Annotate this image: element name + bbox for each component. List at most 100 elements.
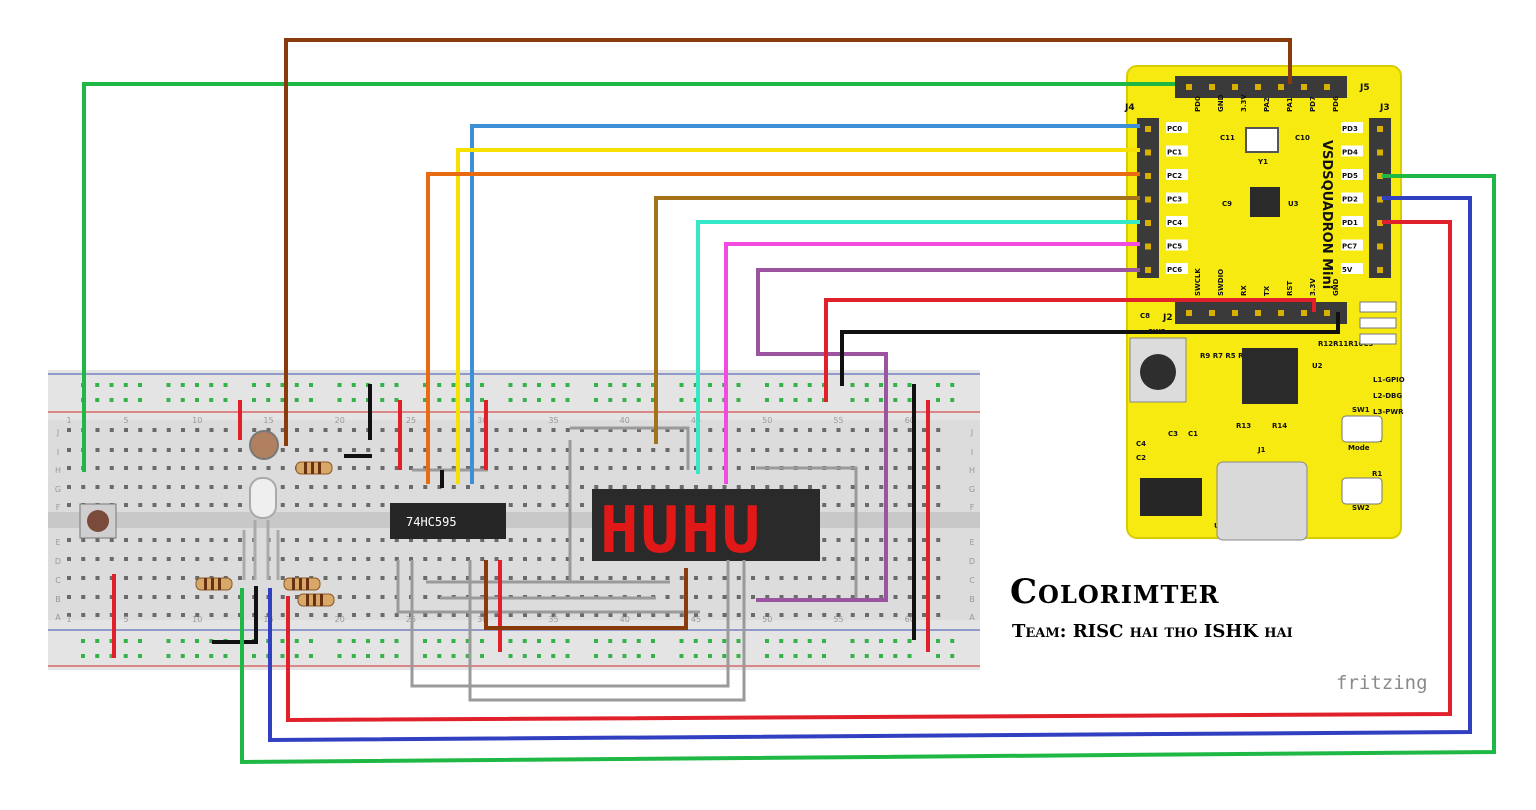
board-pin-label: C9 xyxy=(1222,200,1232,208)
display-digits: HUHU xyxy=(600,494,762,568)
column-number: 1 xyxy=(66,615,71,624)
board-pin-label: J1 xyxy=(1257,446,1266,454)
board-pin-label: GND xyxy=(1332,278,1340,296)
row-letter: H xyxy=(55,466,61,475)
board-pin-label: TX xyxy=(1263,285,1271,296)
board-pin-label: U2 xyxy=(1312,362,1323,370)
board-name: VSDSQUADRON Mini xyxy=(1319,140,1334,289)
board-pin-label: PD4 xyxy=(1342,149,1358,157)
wires xyxy=(82,38,1496,765)
board-pin-label: PC3 xyxy=(1167,196,1182,204)
board-pin-label: C4 xyxy=(1136,440,1146,448)
column-number: 20 xyxy=(335,416,345,425)
sw1-button xyxy=(1341,415,1383,443)
wire xyxy=(840,312,1340,386)
fritzing-watermark: fritzing xyxy=(1336,672,1428,694)
column-number: 30 xyxy=(477,416,487,425)
wire xyxy=(696,220,1140,474)
column-number: 40 xyxy=(620,615,630,624)
photoresistor xyxy=(249,430,279,460)
column-number: 25 xyxy=(406,416,416,425)
board-pin-label: PC4 xyxy=(1167,219,1182,227)
row-letter: A xyxy=(969,613,975,622)
board-pin-label: C11 xyxy=(1220,134,1235,142)
wire xyxy=(268,196,1472,743)
board-pin-label: PC0 xyxy=(1167,125,1182,133)
board-pin-label: PD2 xyxy=(1342,196,1358,204)
board-pin-label: L2-DBG xyxy=(1373,392,1402,400)
row-letter: F xyxy=(970,503,975,512)
wire xyxy=(286,220,1452,723)
row-letter: C xyxy=(55,576,61,585)
wire xyxy=(456,148,1140,484)
board-pin-label: C2 xyxy=(1136,454,1146,462)
push-button xyxy=(79,503,117,539)
wire xyxy=(284,38,1292,446)
board-pin-label: J4 xyxy=(1124,103,1135,113)
board-pin-label: C8 xyxy=(1140,312,1150,320)
board-pin-label: RST xyxy=(1286,281,1294,296)
wire xyxy=(470,124,1140,484)
wire xyxy=(396,560,700,614)
board-pin-label: PD6 xyxy=(1332,96,1340,112)
board-pin-label: PC1 xyxy=(1167,149,1182,157)
wire xyxy=(724,242,1140,484)
diagram-title: Colorimter xyxy=(1010,572,1220,612)
board-pin-label: PD3 xyxy=(1342,125,1358,133)
breadboard: 1155101015152020252530303535404045455050… xyxy=(48,370,980,670)
row-letter: I xyxy=(57,448,59,457)
board-pin-label: C3 xyxy=(1168,430,1178,438)
row-letter: F xyxy=(56,503,61,512)
header-pins xyxy=(1145,84,1383,316)
board-pin-label: PC2 xyxy=(1167,172,1182,180)
board-pin-label: J5 xyxy=(1359,83,1370,93)
column-number: 5 xyxy=(123,416,128,425)
column-number: 35 xyxy=(548,615,558,624)
vsdsquadron-mini-board: PC0PC1PC2PC3PC4PC5PC6PD3PD4PD5PD2PD1PC75… xyxy=(1124,65,1405,541)
board-pin-label: R9 R7 R5 R4 R3 xyxy=(1200,352,1261,360)
row-letter: B xyxy=(55,595,61,604)
crystal-y1 xyxy=(1245,127,1279,153)
row-letter: B xyxy=(969,595,975,604)
mcu-chip xyxy=(1250,187,1280,217)
column-number: 60 xyxy=(905,615,915,624)
row-letter: C xyxy=(969,576,975,585)
board-pin-label: U3 xyxy=(1288,200,1299,208)
column-number: 60 xyxy=(905,416,915,425)
board-pin-label: SW1 xyxy=(1352,406,1370,414)
board-pin-label: J3 xyxy=(1379,103,1390,113)
row-letter: A xyxy=(55,613,61,622)
board-pin-label: J2 xyxy=(1162,313,1173,323)
wire xyxy=(654,196,1140,444)
column-numbers: 1155101015152020252530303535404045455050… xyxy=(66,416,914,624)
column-number: 5 xyxy=(123,615,128,624)
wire xyxy=(824,298,1316,402)
board-pin-label: PD0 xyxy=(1194,96,1202,112)
board-pin-label: SWCLK xyxy=(1194,268,1202,296)
row-letter: D xyxy=(55,557,61,566)
column-number: 10 xyxy=(192,416,202,425)
board-pin-label: R13 xyxy=(1236,422,1251,430)
wire xyxy=(426,172,1140,484)
board-pin-label: RX xyxy=(1240,285,1248,296)
usb-c-connector xyxy=(1216,461,1308,541)
board-pin-label: SW2 xyxy=(1352,504,1370,512)
board-pin-label: PA1 xyxy=(1286,97,1294,112)
u1-regulator xyxy=(1140,478,1202,516)
column-number: 55 xyxy=(833,416,843,425)
board-pin-label: R1 xyxy=(1372,470,1382,478)
column-number: 20 xyxy=(335,615,345,624)
board-pin-label: SWDIO xyxy=(1217,269,1225,296)
board-pin-label: PD7 xyxy=(1309,96,1317,112)
sw2-button xyxy=(1341,477,1383,505)
wire xyxy=(484,560,688,630)
board-pin-label: C10 xyxy=(1295,134,1310,142)
wire xyxy=(570,426,690,470)
board-pin-label: 3.3V xyxy=(1309,278,1317,296)
column-number: 15 xyxy=(263,416,273,425)
board-pin-label: GND xyxy=(1217,94,1225,112)
row-letter: G xyxy=(969,485,975,494)
board-pin-label: L1-GPIO xyxy=(1373,376,1405,384)
board-pin-label: PA2 xyxy=(1263,97,1271,112)
